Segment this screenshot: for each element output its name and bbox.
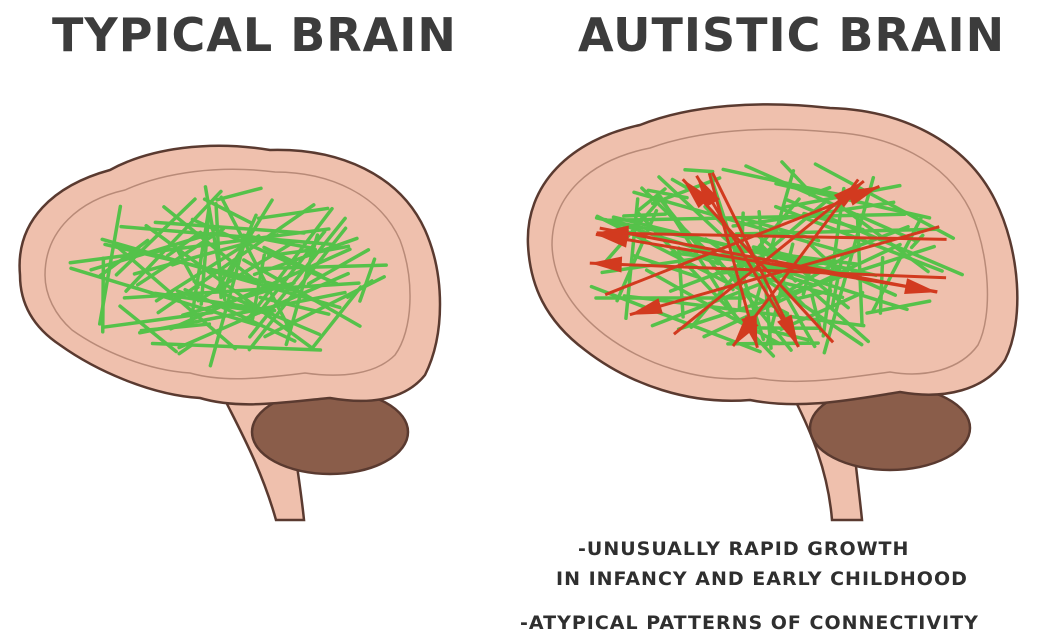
growth-note-line1: -UNUSUALLY RAPID GROWTH [578, 538, 909, 560]
connectivity-note: -ATYPICAL PATTERNS OF CONNECTIVITY [520, 612, 979, 634]
connection-line [624, 214, 666, 216]
growth-note-line2: IN INFANCY AND EARLY CHILDHOOD [556, 568, 968, 590]
connection-line [880, 258, 882, 313]
connection-line [728, 343, 818, 344]
